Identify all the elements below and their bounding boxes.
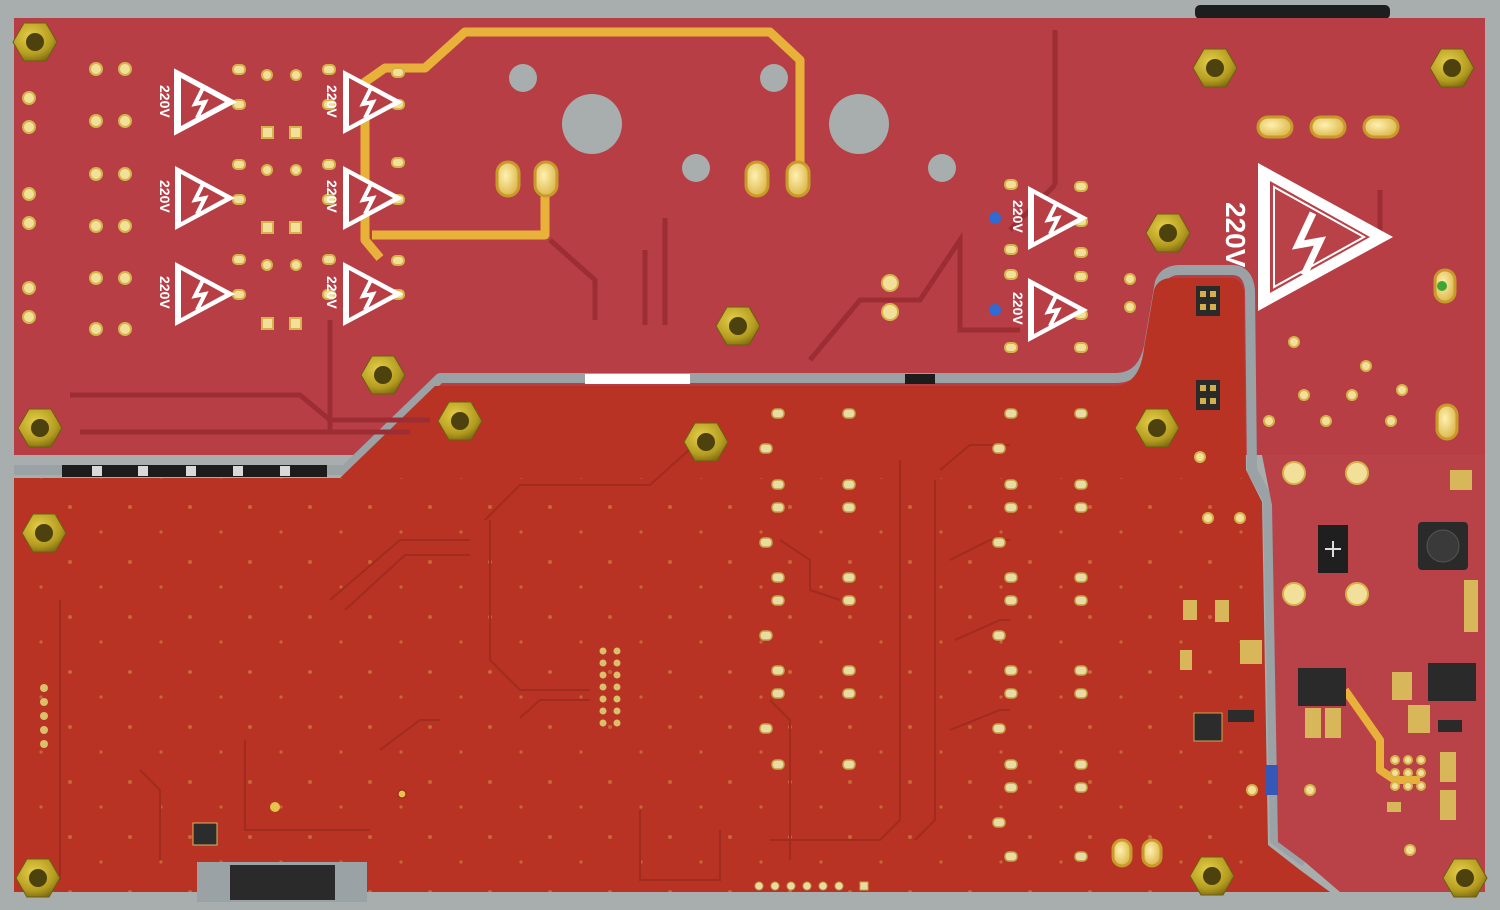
hv-symbol-main [1258,163,1393,311]
mount-hole-small-2 [760,64,788,92]
standoff [1442,858,1488,898]
hv-symbol-mid-2 [343,166,403,230]
standoff [1192,48,1238,88]
standoff [1145,213,1191,253]
mount-hole-small-1 [509,64,537,92]
hv-symbol-left-2 [175,166,235,230]
standoff [21,513,67,553]
pin-header-block [599,647,621,727]
green-led [1437,281,1447,291]
gap-slot-black [905,374,935,384]
mount-hole-large-2 [829,94,889,154]
psu-pads [1194,336,1426,856]
standoff [437,401,483,441]
hv-symbol-left-3 [175,262,235,326]
regulator-ic [1298,668,1346,706]
standoff [12,22,58,62]
standoff [15,858,61,898]
mount-hole-small-3 [682,154,710,182]
smd-parts [192,600,1278,846]
hv-label-left-2: 220V [157,180,173,213]
standoff [683,422,729,462]
hv-label-mid-2: 220V [324,180,340,213]
psu-components [1298,470,1478,820]
bottom-connector [230,865,335,900]
standoff [1189,856,1235,896]
standoff [1429,48,1475,88]
hv-label-right-1: 220V [1010,200,1026,233]
test-point [270,802,280,812]
hv-symbol-left-1 [174,68,238,136]
gap-slot-white [585,374,690,384]
blue-led [1266,765,1278,795]
hv-symbol-mid-1 [343,70,403,134]
lv-traces [59,439,1010,881]
blue-indicator [989,212,1001,224]
hv-label-main: 220V [1220,202,1251,268]
bottom-pin-row [754,881,869,891]
jumper-header [1196,286,1220,316]
hv-label-left-3: 220V [157,276,173,309]
standoff [17,408,63,448]
psu-trace [1341,687,1420,784]
hv-label-right-2: 220V [1010,292,1026,325]
hv-label-mid-3: 220V [324,276,340,309]
hv-symbol-mid-3 [343,262,403,326]
blue-indicator [989,304,1001,316]
hv-label-mid-1: 220V [324,85,340,118]
standoff [715,306,761,346]
hv-warning-symbols [174,68,1393,342]
hv-symbol-right-2 [1028,278,1088,342]
regulator-ic [1428,663,1476,701]
connector-shadow [1195,5,1390,19]
isolation-gap [14,265,1308,867]
relay-connector-strip [62,465,327,477]
hv-traces [70,30,1383,435]
hv-label-left-1: 220V [157,85,173,118]
mount-hole-large-1 [562,94,622,154]
relay-pads [22,62,1136,353]
standoff [360,355,406,395]
hv-symbol-right-1 [1028,186,1088,250]
mount-hole-small-4 [928,154,956,182]
standoffs [12,22,1488,898]
terminal-pads [495,115,1459,868]
left-pin-column [40,684,48,748]
test-point [397,789,407,799]
standoff [1134,408,1180,448]
hv-zone [14,18,1485,455]
jumper-header [1196,380,1220,410]
lv-pads [759,408,1088,862]
